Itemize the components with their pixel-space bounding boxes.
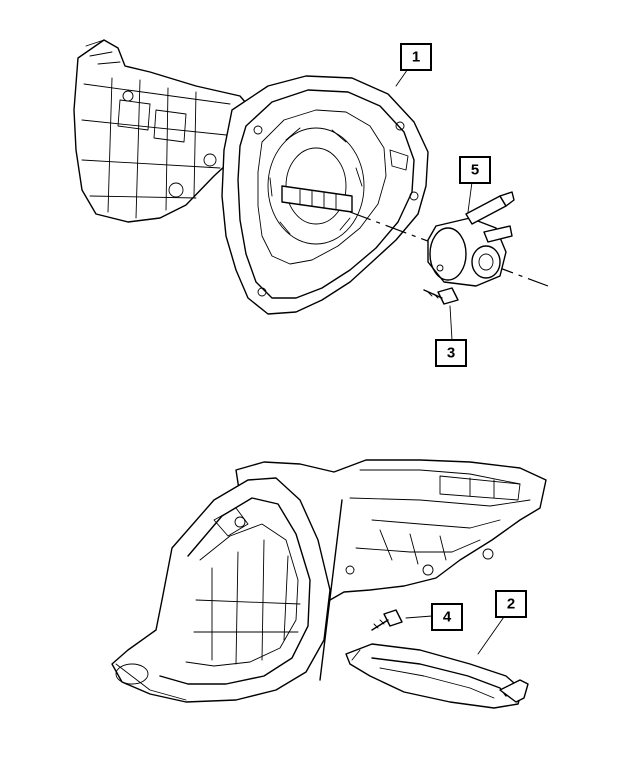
leader-3 [449, 305, 453, 341]
callout-2-label: 2 [507, 596, 515, 613]
leader-5 [467, 181, 473, 213]
cutaway-plane [319, 499, 343, 681]
callout-3: 3 [435, 339, 467, 367]
dust-cover [345, 643, 529, 709]
callout-3-label: 3 [447, 345, 455, 362]
callout-2: 2 [495, 590, 527, 618]
transmission-lower [111, 477, 331, 703]
leader-4 [405, 615, 433, 619]
clutch-slave-cylinder [427, 191, 515, 287]
callout-5: 5 [459, 156, 491, 184]
callout-1: 1 [400, 43, 432, 71]
callout-4-label: 4 [443, 609, 452, 626]
bolt-4 [371, 609, 403, 631]
callout-5-label: 5 [471, 162, 479, 179]
bolt-3 [423, 287, 459, 305]
callout-1-label: 1 [412, 49, 420, 66]
callout-4: 4 [431, 603, 463, 631]
leader-2 [477, 613, 507, 655]
transmission-assembly [73, 39, 429, 315]
